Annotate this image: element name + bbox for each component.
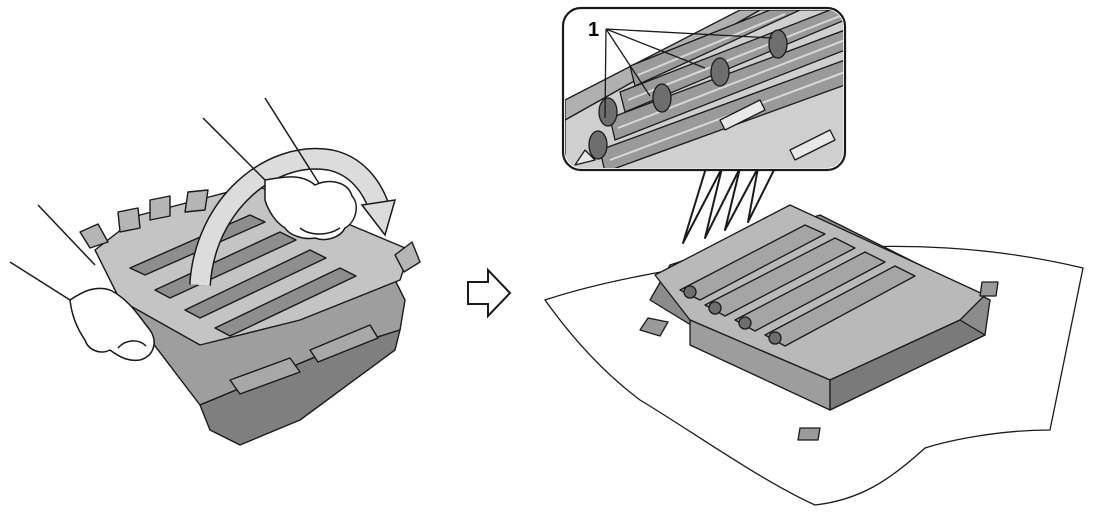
drum-unit-right bbox=[639, 204, 999, 441]
left-panel bbox=[9, 97, 421, 446]
callout-leader-lines bbox=[604, 28, 773, 119]
right-panel: 1 bbox=[543, 6, 1084, 506]
callout-label-1: 1 bbox=[588, 19, 599, 41]
right-outline-arrow-icon bbox=[467, 267, 512, 319]
right-hand bbox=[202, 97, 357, 241]
rotate-arrow-icon bbox=[189, 147, 397, 286]
drum-gear-icon bbox=[588, 29, 788, 160]
left-hand bbox=[9, 204, 155, 362]
zoom-callout: 1 bbox=[561, 6, 847, 172]
